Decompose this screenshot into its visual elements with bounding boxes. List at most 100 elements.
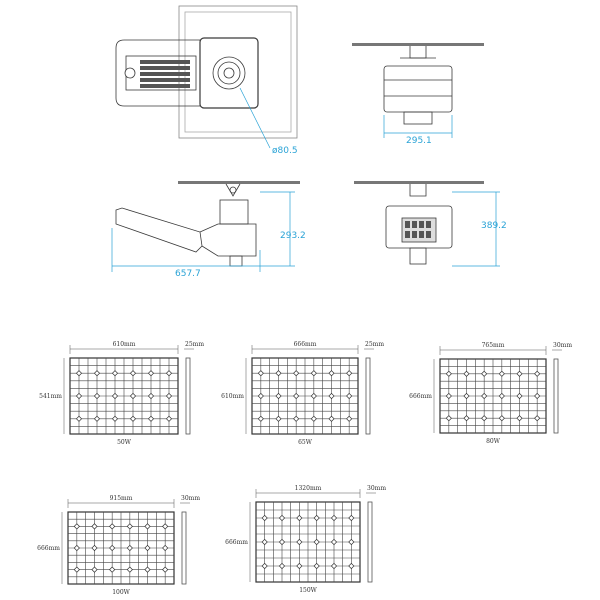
cell-marker: [310, 392, 317, 400]
cell-marker: [346, 370, 353, 377]
panel-width-label: 915mm: [110, 495, 133, 502]
sensor-icon: [124, 67, 136, 79]
cell-marker: [75, 370, 83, 377]
cell-marker: [330, 538, 338, 546]
panel-side-profile: [553, 358, 559, 434]
cell-marker: [296, 562, 303, 570]
cell-marker: [516, 370, 523, 377]
cell-marker: [275, 415, 282, 422]
side-length-label: 657.7: [175, 269, 201, 279]
cell-marker: [73, 544, 80, 552]
cell-marker: [91, 523, 98, 530]
cell-marker: [346, 415, 353, 422]
side-height-label: 293.2: [280, 231, 306, 241]
cell-marker: [109, 544, 116, 552]
cell-marker: [348, 538, 355, 546]
cell-marker: [498, 415, 505, 422]
front-width-dimension: [383, 115, 453, 138]
cell-marker: [111, 392, 119, 400]
cell-marker: [91, 566, 98, 573]
cell-marker: [310, 415, 317, 422]
cell-marker: [296, 538, 303, 546]
cell-marker: [111, 370, 119, 377]
cell-marker: [144, 544, 151, 552]
cell-marker: [275, 370, 282, 377]
panel-power-label: 65W: [298, 439, 313, 446]
cell-marker: [463, 370, 470, 377]
panel-height-label: 541mm: [39, 393, 62, 400]
cell-marker: [346, 392, 353, 400]
cell-marker: [75, 392, 83, 400]
panel-side-profile: [367, 501, 373, 583]
cell-marker: [296, 514, 303, 522]
cell-marker: [348, 514, 355, 522]
cell-marker: [144, 523, 151, 530]
rear-height-label: 389.2: [481, 221, 507, 231]
lamp-side-view: [115, 181, 300, 267]
panel-side-profile: [365, 357, 371, 435]
cell-marker: [481, 415, 488, 422]
cell-marker: [257, 392, 264, 400]
cell-marker: [257, 370, 264, 377]
cell-marker: [463, 415, 470, 422]
cell-marker: [313, 538, 320, 546]
panel-side-profile: [181, 511, 187, 585]
cell-marker: [91, 544, 98, 552]
cell-marker: [313, 562, 320, 570]
cell-marker: [147, 370, 155, 377]
cell-marker: [126, 544, 133, 552]
cell-marker: [328, 370, 335, 377]
cell-marker: [73, 523, 80, 530]
cell-marker: [129, 370, 137, 377]
cell-marker: [348, 562, 355, 570]
cell-marker: [275, 392, 282, 400]
panel-height-label: 666mm: [225, 539, 248, 546]
front-width-label: 295.1: [406, 136, 432, 146]
cell-marker: [278, 514, 286, 522]
panel-thickness-label: 30mm: [553, 342, 572, 349]
cell-marker: [165, 392, 173, 400]
cell-marker: [498, 370, 505, 377]
cell-marker: [261, 562, 268, 570]
panel-side-profile: [185, 357, 191, 435]
cell-marker: [165, 415, 173, 422]
panel-width-label: 765mm: [482, 342, 505, 349]
cell-marker: [165, 370, 173, 377]
cell-marker: [463, 392, 470, 400]
cell-marker: [481, 392, 488, 400]
cell-marker: [534, 370, 541, 377]
cell-marker: [313, 514, 320, 522]
panel-thickness-label: 25mm: [185, 341, 204, 348]
cell-marker: [162, 523, 169, 530]
cell-marker: [293, 392, 300, 400]
cell-marker: [162, 544, 169, 552]
cell-marker: [73, 566, 80, 573]
cell-marker: [93, 370, 101, 377]
cell-marker: [445, 392, 452, 400]
cell-marker: [330, 514, 338, 522]
cell-marker: [147, 415, 155, 422]
cell-marker: [126, 523, 133, 530]
cell-marker: [111, 415, 119, 422]
cell-marker: [109, 566, 116, 573]
cell-marker: [162, 566, 169, 573]
cell-marker: [293, 370, 300, 377]
panel-width-label: 666mm: [294, 341, 317, 348]
cell-marker: [481, 370, 488, 377]
cell-marker: [516, 392, 523, 400]
side-dimensions: [111, 191, 295, 272]
led-array: [140, 60, 190, 88]
cell-marker: [445, 415, 452, 422]
cell-marker: [534, 415, 541, 422]
cell-marker: [261, 514, 268, 522]
panel-height-label: 610mm: [221, 393, 244, 400]
panel-height-label: 666mm: [37, 545, 60, 552]
lamp-top-view: [115, 5, 298, 139]
cell-marker: [278, 562, 286, 570]
cell-marker: [93, 415, 101, 422]
cell-marker: [330, 562, 338, 570]
